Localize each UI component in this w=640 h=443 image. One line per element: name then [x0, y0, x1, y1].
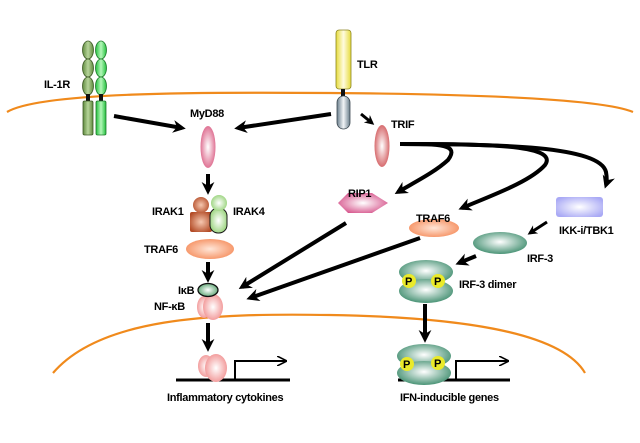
irak1-head [193, 197, 209, 213]
il1r-domain [82, 40, 94, 60]
irf3-dimer-label: IRF-3 dimer [459, 279, 517, 291]
transcription-start-arrow-left [234, 361, 286, 380]
transcription-start-arrow-right [455, 361, 508, 380]
il1r-receptor [82, 40, 107, 136]
traf6-label-right: TRAF6 [416, 213, 450, 225]
irf3-protein [473, 232, 527, 254]
arrow-trif-to-ikk [399, 142, 615, 189]
inflammatory-cytokines-label: Inflammatory cytokines [167, 392, 283, 404]
traf6-label-left: TRAF6 [144, 244, 178, 256]
traf6-protein-right [409, 219, 459, 237]
irak1-body [190, 212, 212, 232]
tlr-receptor [335, 29, 352, 130]
tlr-transmembrane [341, 89, 345, 97]
arrow-irf3-to-dimer [455, 253, 477, 266]
il1r-label: IL-1R [44, 79, 70, 91]
irf3-label: IRF-3 [527, 253, 553, 265]
il1r-tir-domain [95, 100, 107, 136]
phospho-site [431, 356, 445, 370]
il1r-transmembrane [86, 94, 90, 101]
irak4-body [209, 207, 228, 234]
myd88-label: MyD88 [190, 108, 224, 120]
irak1-label: IRAK1 [152, 206, 184, 218]
il1r-domain [95, 58, 107, 78]
phospho-site [431, 274, 445, 288]
ifn-inducible-genes-label: IFN-inducible genes [400, 392, 499, 404]
traf6-protein-left [186, 239, 234, 259]
nfkb-label: NF-κB [154, 301, 185, 313]
il1r-domain [82, 58, 94, 78]
tlr-intracellular-domain [336, 95, 351, 130]
arrow-traf6-to-nfkb [246, 236, 421, 302]
arrow-rip1-to-nfkb [238, 221, 348, 290]
nfkb-subunit-large [203, 294, 223, 320]
arrow-il1r-to-myd88 [113, 114, 186, 133]
phospho-label: P [403, 359, 410, 371]
nfkb-nuclear-large [205, 354, 227, 382]
il1r-domain [82, 76, 94, 96]
il1r-domain [95, 76, 107, 96]
rip1-protein [338, 193, 388, 213]
tlr-label: TLR [357, 59, 378, 71]
plasma-membrane [6, 91, 634, 114]
il1r-tir-domain [82, 100, 94, 136]
il1r-transmembrane [99, 94, 103, 101]
phospho-label: P [405, 276, 412, 288]
arrow-tlr-to-trif [360, 112, 375, 125]
arrow-trif-to-rip1 [394, 142, 454, 194]
trif-protein [374, 125, 390, 167]
ikb-label: IκB [178, 285, 195, 297]
tlr-extracellular-domain [335, 29, 352, 90]
irf3-dimer: P P [399, 260, 453, 303]
ikb-protein [197, 282, 219, 298]
arrow-tlr-to-myd88 [234, 112, 332, 133]
arrow-ikk-to-irf3 [527, 220, 548, 235]
irak-complex [190, 195, 228, 234]
myd88-protein [200, 126, 216, 168]
nuclear-membrane [52, 313, 586, 374]
irak4-head [211, 195, 227, 211]
phospho-site [402, 274, 416, 288]
rip1-label: RIP1 [348, 188, 371, 200]
il1r-domain [95, 40, 107, 60]
trif-label: TRIF [391, 119, 415, 131]
phospho-label: P [434, 358, 441, 370]
phospho-label: P [434, 276, 441, 288]
ikk-tbk1-protein [556, 197, 603, 217]
irf3-dimer-nuclear: P P [397, 344, 451, 385]
phospho-site [400, 357, 414, 371]
irak4-label: IRAK4 [233, 206, 266, 218]
ikk-tbk1-label: IKK-i/TBK1 [559, 225, 614, 237]
